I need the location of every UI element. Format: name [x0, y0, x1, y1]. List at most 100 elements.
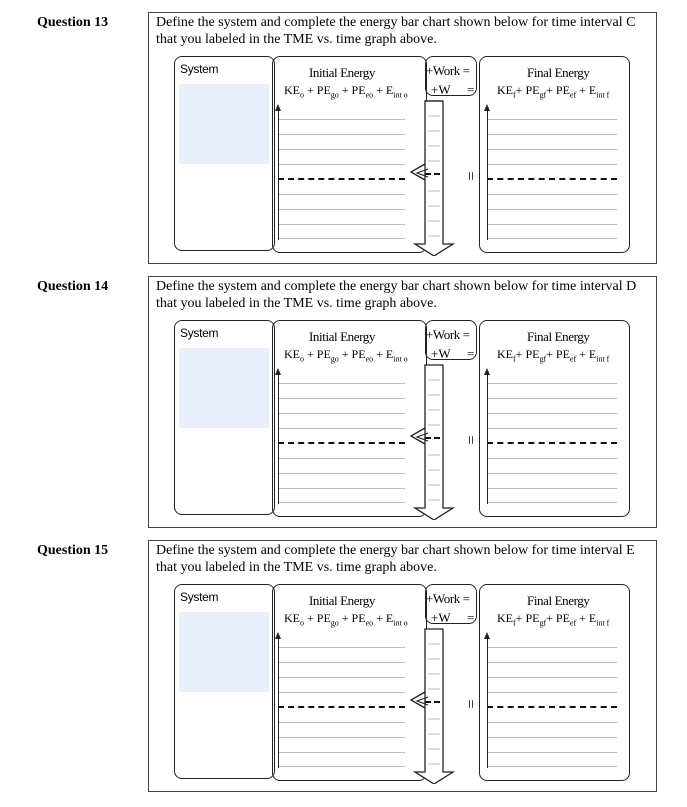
work-arrow[interactable] — [404, 624, 464, 784]
grid-line — [278, 194, 405, 195]
work-panel — [425, 320, 477, 360]
final-bar-grid[interactable] — [487, 632, 617, 767]
work-panel — [425, 584, 477, 624]
final-axis — [487, 374, 488, 504]
equals-sign: = — [467, 346, 475, 361]
final-axis-arrowhead — [484, 104, 490, 111]
initial-bar-grid[interactable] — [278, 104, 405, 239]
question-prompt: Define the system and complete the energ… — [156, 279, 637, 311]
energy-bar-chart: System Initial Energy KEo + PEgo + PEeo … — [174, 584, 630, 789]
grid-line — [278, 677, 405, 678]
final-energy-formula: KEf+ PEgf+ PEef + Eint f — [497, 611, 610, 628]
grid-line — [487, 677, 617, 678]
initial-energy-formula: KEo + PEgo + PEeo + Eint o — [284, 83, 408, 100]
initial-bar-grid[interactable] — [278, 632, 405, 767]
work-panel — [425, 56, 477, 96]
question-box: Define the system and complete the energ… — [148, 540, 657, 792]
initial-energy-formula: KEo + PEgo + PEeo + Eint o — [284, 611, 408, 628]
zero-line — [487, 442, 617, 444]
system-panel — [174, 584, 275, 779]
grid-line — [278, 458, 405, 459]
grid-line — [278, 238, 405, 239]
zero-line — [278, 178, 405, 180]
final-axis-arrowhead — [484, 632, 490, 639]
work-header: +Work = — [426, 591, 470, 606]
final-energy-panel — [479, 584, 630, 781]
initial-energy-header: Initial Energy — [309, 329, 376, 344]
grid-line — [278, 737, 405, 738]
grid-line — [278, 662, 405, 663]
grid-line — [487, 194, 617, 195]
question-prompt: Define the system and complete the energ… — [156, 543, 635, 575]
grid-line — [487, 502, 617, 503]
energy-bar-chart: System Initial Energy KEo + PEgo + PEeo … — [174, 56, 630, 261]
equals-sign: = — [467, 82, 475, 97]
grid-line — [487, 766, 617, 767]
question-box: Define the system and complete the energ… — [148, 276, 657, 528]
grid-line — [278, 766, 405, 767]
initial-energy-formula: KEo + PEgo + PEeo + Eint o — [284, 347, 408, 364]
grid-line — [278, 224, 405, 225]
work-symbol: +W — [431, 610, 451, 625]
grid-line — [487, 238, 617, 239]
final-bar-grid[interactable] — [487, 368, 617, 503]
grid-line — [278, 488, 405, 489]
energy-bar-chart: System Initial Energy KEo + PEgo + PEeo … — [174, 320, 630, 525]
grid-line — [278, 209, 405, 210]
system-label: System — [180, 62, 219, 76]
grid-line — [278, 134, 405, 135]
grid-line — [487, 722, 617, 723]
initial-axis — [278, 110, 279, 240]
equals-sign-mid: = — [461, 171, 479, 181]
initial-energy-header: Initial Energy — [309, 65, 376, 80]
grid-line — [487, 383, 617, 384]
zero-line — [487, 178, 617, 180]
grid-line — [278, 647, 405, 648]
system-label: System — [180, 326, 219, 340]
system-label: System — [180, 590, 219, 604]
grid-line — [278, 119, 405, 120]
grid-line — [487, 488, 617, 489]
equals-sign: = — [467, 610, 475, 625]
system-description-area[interactable] — [179, 348, 269, 428]
final-axis — [487, 638, 488, 768]
grid-line — [487, 134, 617, 135]
grid-line — [487, 413, 617, 414]
grid-line — [487, 458, 617, 459]
work-arrow[interactable] — [404, 96, 464, 256]
final-energy-formula: KEf+ PEgf+ PEef + Eint f — [497, 83, 610, 100]
grid-line — [487, 647, 617, 648]
initial-energy-header: Initial Energy — [309, 593, 376, 608]
final-bar-grid[interactable] — [487, 104, 617, 239]
grid-line — [487, 398, 617, 399]
initial-axis — [278, 638, 279, 768]
grid-line — [278, 722, 405, 723]
grid-line — [487, 692, 617, 693]
grid-line — [487, 473, 617, 474]
system-description-area[interactable] — [179, 84, 269, 164]
work-arrow[interactable] — [404, 360, 464, 520]
grid-line — [278, 692, 405, 693]
grid-line — [487, 149, 617, 150]
grid-line — [487, 119, 617, 120]
grid-line — [487, 164, 617, 165]
final-energy-panel — [479, 56, 630, 253]
grid-line — [487, 224, 617, 225]
grid-line — [487, 209, 617, 210]
work-symbol: +W — [431, 346, 451, 361]
final-energy-header: Final Energy — [527, 65, 590, 80]
final-energy-header: Final Energy — [527, 593, 590, 608]
grid-line — [487, 662, 617, 663]
zero-line — [278, 706, 405, 708]
question-prompt: Define the system and complete the energ… — [156, 15, 636, 47]
final-energy-header: Final Energy — [527, 329, 590, 344]
grid-line — [487, 428, 617, 429]
equals-sign-mid: = — [461, 699, 479, 709]
grid-line — [278, 752, 405, 753]
initial-axis — [278, 374, 279, 504]
grid-line — [278, 164, 405, 165]
system-description-area[interactable] — [179, 612, 269, 692]
zero-line — [487, 706, 617, 708]
system-panel — [174, 56, 275, 251]
initial-bar-grid[interactable] — [278, 368, 405, 503]
